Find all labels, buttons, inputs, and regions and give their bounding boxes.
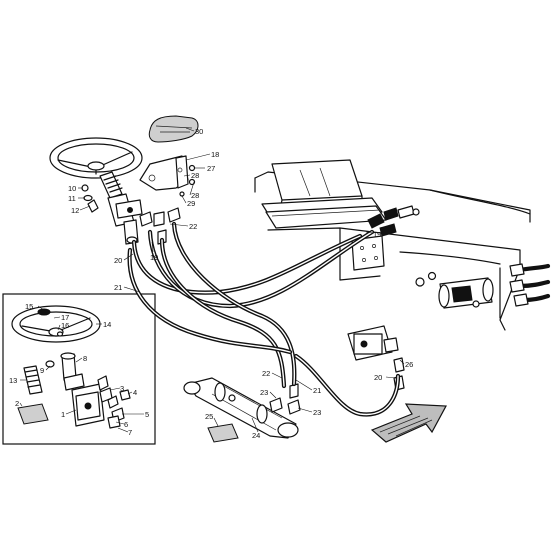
hydraulic-hoses [127,221,401,417]
callout-25: 25 [205,412,213,421]
callout-24: 24 [252,431,260,440]
callout-20-upper: 20 [114,256,122,265]
rear-fittings [367,205,420,237]
callout-21-upper: 21 [114,283,122,292]
callout-4: 4 [133,388,137,397]
callout-22-upper: 22 [189,222,197,231]
callout-14: 14 [103,320,111,329]
main-column-fittings [81,184,181,245]
callout-20-motor: 20 [374,373,382,382]
callout-6: 6 [124,420,128,429]
callout-27: 27 [207,164,215,173]
callout-1: 1 [61,410,65,419]
callout-12: 12 [71,206,79,215]
steering-cylinder-24 [183,377,299,439]
callout-9: 9 [40,366,44,375]
callout-labels: 30 18 27 28 28 29 10 11 12 22 20 19 21 1… [9,127,413,440]
main-steering-wheel [49,137,143,179]
callout-3: 3 [120,384,124,393]
callout-30: 30 [195,127,203,136]
callout-13: 13 [9,376,17,385]
callout-16: 16 [61,321,69,330]
inset-box [2,293,156,445]
callout-11: 11 [68,194,76,203]
bracket-18 [139,155,196,197]
callout-7: 7 [128,428,132,437]
callout-19-rear: 19 [373,230,381,239]
callout-28-upper: 28 [191,171,199,180]
callout-28-lower: 28 [191,191,199,200]
callout-23-left: 23 [260,388,268,397]
callout-22-lower: 22 [262,369,270,378]
callout-23-right: 23 [313,408,321,417]
plate-25 [207,423,239,443]
callout-8: 8 [83,354,87,363]
callout-5: 5 [145,410,149,419]
right-hose-ends [509,263,551,307]
callout-10: 10 [68,184,76,193]
callout-18: 18 [211,150,219,159]
main-steering-column [99,171,143,245]
callout-21-lower: 21 [313,386,321,395]
tractor-body-outline [254,159,531,331]
callout-15: 15 [25,302,33,311]
callout-29: 29 [187,199,195,208]
callout-17: 17 [61,313,69,322]
cylinder-fittings-23 [269,383,301,415]
rear-cylinder-assembly [415,271,494,309]
plate-30 [148,115,199,143]
callout-26: 26 [405,360,413,369]
direction-arrow [370,403,447,443]
callout-2: 2 [15,399,19,408]
callout-19-upper: 19 [150,253,158,262]
leader-lines [19,127,405,433]
